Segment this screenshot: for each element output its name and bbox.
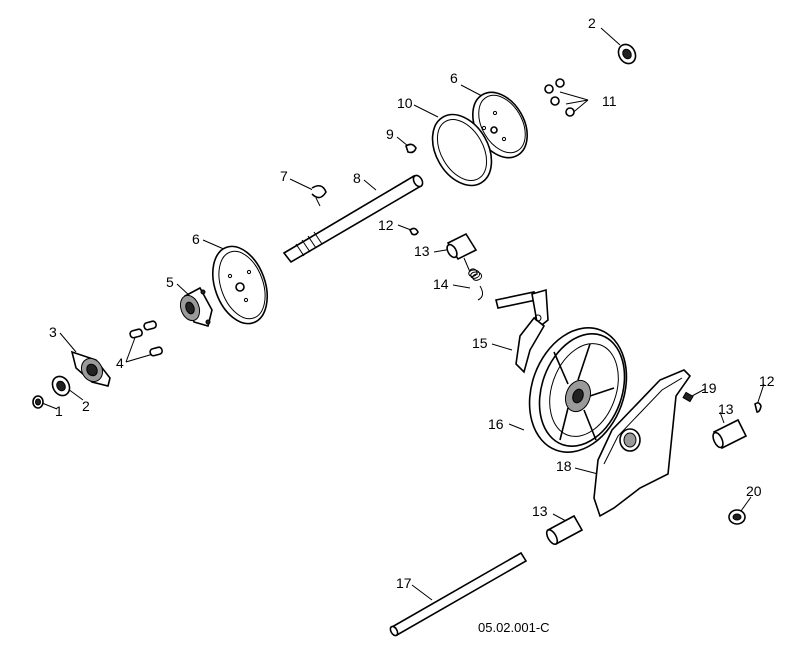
bearing-top bbox=[617, 43, 637, 65]
callout: 8 bbox=[353, 170, 361, 186]
long-rod bbox=[389, 551, 528, 637]
idler-arm bbox=[495, 288, 549, 374]
callout: 6 bbox=[192, 231, 200, 247]
callout: 4 bbox=[116, 355, 124, 371]
clip-left bbox=[311, 184, 327, 207]
callout: 3 bbox=[49, 324, 57, 340]
nuts bbox=[544, 78, 575, 117]
callout: 1 bbox=[55, 403, 63, 419]
bearing-lower bbox=[51, 375, 71, 397]
callout: 14 bbox=[433, 276, 449, 292]
callout: 2 bbox=[588, 15, 596, 31]
sleeve-right bbox=[712, 418, 748, 450]
hub bbox=[179, 286, 213, 327]
callout: 9 bbox=[386, 126, 394, 142]
callout: 12 bbox=[759, 373, 775, 389]
callout: 16 bbox=[488, 416, 504, 432]
pins bbox=[129, 320, 163, 357]
callout: 7 bbox=[280, 168, 288, 184]
pin-right bbox=[754, 402, 762, 413]
drawing-reference-code: 05.02.001-C bbox=[478, 620, 550, 635]
callout: 10 bbox=[397, 95, 413, 111]
nut-lower bbox=[32, 395, 44, 409]
clip-upper bbox=[405, 143, 417, 154]
bearing-bracket bbox=[70, 350, 111, 387]
frame-plate bbox=[593, 369, 692, 518]
callout: 2 bbox=[82, 398, 90, 414]
callout: 15 bbox=[472, 335, 488, 351]
sleeve-lower bbox=[545, 514, 584, 546]
callout-labels: 2 6 11 10 9 7 8 12 6 13 5 14 3 15 4 2 1 … bbox=[49, 15, 775, 591]
belt-ring bbox=[431, 113, 493, 187]
shaft bbox=[282, 174, 424, 264]
nut-right bbox=[728, 509, 746, 525]
pin-upper bbox=[408, 227, 419, 236]
callout: 19 bbox=[701, 380, 717, 396]
callout: 5 bbox=[166, 274, 174, 290]
pulley-plate-lower bbox=[212, 245, 268, 325]
callout: 12 bbox=[378, 217, 394, 233]
callout: 20 bbox=[746, 483, 762, 499]
callout: 17 bbox=[396, 575, 412, 591]
callout: 13 bbox=[414, 243, 430, 259]
bolt-small bbox=[682, 391, 694, 403]
sleeve-upper bbox=[446, 232, 478, 261]
callout: 6 bbox=[450, 70, 458, 86]
callout: 13 bbox=[718, 401, 734, 417]
leader-lines bbox=[41, 27, 765, 601]
callout: 11 bbox=[602, 93, 617, 109]
callout: 18 bbox=[556, 458, 572, 474]
spring bbox=[463, 257, 484, 301]
pulley-wheel bbox=[528, 327, 628, 453]
callout: 13 bbox=[532, 503, 548, 519]
